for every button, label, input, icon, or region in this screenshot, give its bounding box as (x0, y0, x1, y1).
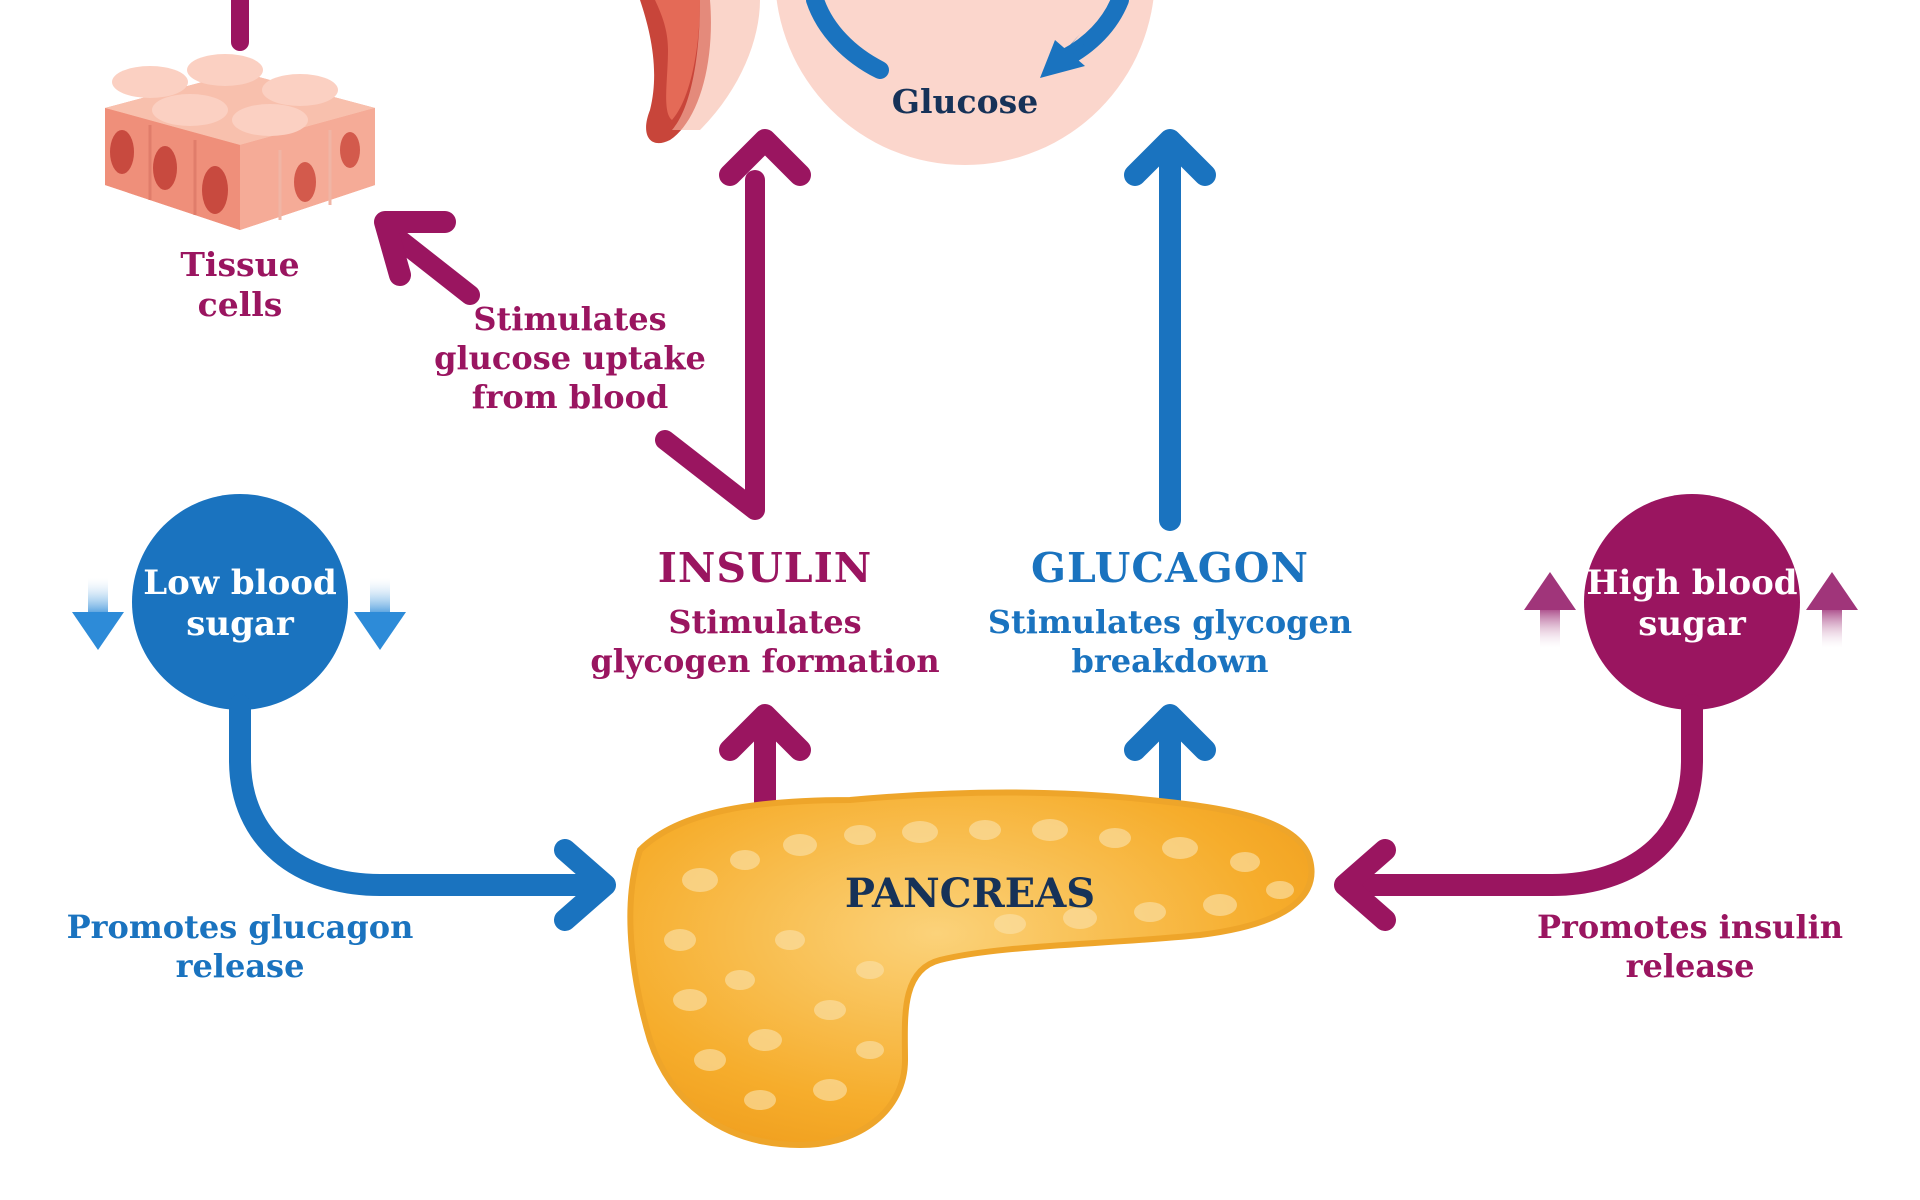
glucose-label: Glucose (880, 82, 1050, 122)
insulin-release-line2: release (1625, 947, 1755, 986)
cycle-arrow-left (806, 0, 889, 79)
pancreas-label-text: PANCREAS (844, 870, 1096, 917)
insulin-release-line1: Promotes insulin (1536, 908, 1844, 946)
low-blood-sugar-group (72, 494, 616, 931)
high-blood-sugar-label: High blood sugar (1582, 563, 1802, 646)
tissue-cells-illustration (105, 54, 375, 230)
high-blood-sugar-circle (1584, 494, 1800, 710)
high-sugar-line2: sugar (1638, 604, 1746, 645)
low-sugar-line1: Low blood (143, 563, 337, 603)
glucagon-desc-line1: Stimulates glycogen (987, 603, 1353, 641)
up-arrow-icon (1806, 572, 1858, 648)
insulin-title-text: INSULIN (657, 544, 873, 592)
high-sugar-line1: High blood (1586, 563, 1798, 603)
glucagon-release-line2: release (175, 947, 305, 986)
liver-glucose-circle (672, 0, 1154, 165)
glucagon-title: GLUCAGON (1000, 543, 1340, 593)
glucose-text: Glucose (891, 82, 1039, 121)
down-arrow-icon (72, 578, 124, 650)
promotes-glucagon-note: Promotes glucagon release (60, 908, 420, 986)
tissue-label-line2: cells (197, 285, 283, 325)
low-blood-sugar-label: Low blood sugar (140, 563, 340, 646)
tissue-label-line1: Tissue (180, 245, 300, 284)
down-arrow-icon (354, 578, 406, 650)
uptake-note-line2: glucose uptake (434, 339, 706, 378)
insulin-title: INSULIN (600, 543, 930, 593)
low-sugar-line2: sugar (186, 604, 294, 645)
promotes-insulin-note: Promotes insulin release (1520, 908, 1860, 986)
insulin-up-arrow (719, 129, 811, 186)
up-arrow-icon (1524, 572, 1576, 648)
tissue-cells-label: Tissue cells (140, 245, 340, 326)
glucose-uptake-note: Stimulates glucose uptake from blood (420, 300, 720, 417)
low-blood-sugar-circle (132, 494, 348, 710)
pancreas-illustration (627, 789, 1315, 1149)
insulin-desc-line2: glycogen formation (590, 642, 940, 681)
glucagon-title-text: GLUCAGON (1030, 544, 1309, 592)
insulin-to-tissue-arrow (374, 170, 765, 520)
glucagon-desc-line2: breakdown (1071, 642, 1269, 681)
uptake-note-line1: Stimulates (473, 300, 667, 338)
insulin-description: Stimulates glycogen formation (580, 603, 950, 681)
uptake-note-line3: from blood (471, 378, 669, 417)
glucagon-up-arrow (1124, 129, 1216, 531)
glucagon-release-line1: Promotes glucagon (66, 908, 414, 946)
pancreas-label: PANCREAS (820, 870, 1120, 919)
glucagon-description: Stimulates glycogen breakdown (975, 603, 1365, 681)
insulin-desc-line1: Stimulates (668, 603, 862, 641)
high-blood-sugar-group (1334, 494, 1858, 931)
